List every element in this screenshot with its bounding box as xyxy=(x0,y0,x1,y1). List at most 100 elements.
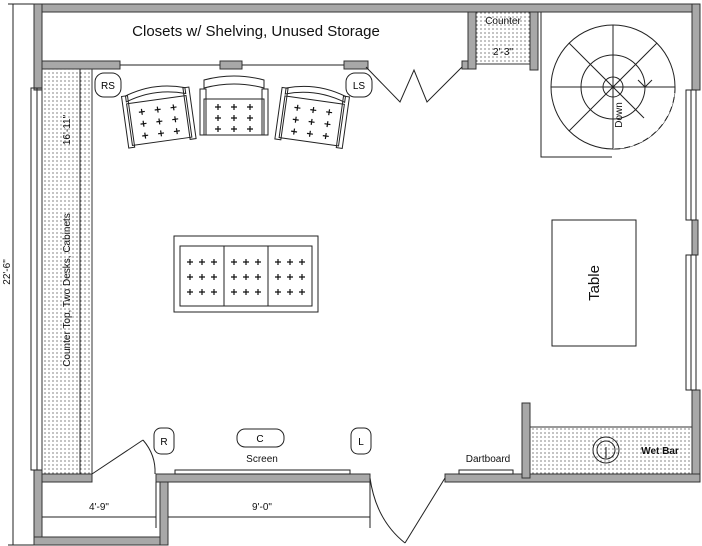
tufting xyxy=(138,104,180,139)
tuft-icon xyxy=(308,118,315,125)
tuft-icon xyxy=(306,130,313,137)
tuft-icon xyxy=(294,104,301,111)
tuft-icon xyxy=(247,104,253,110)
table-label: Table xyxy=(586,265,603,301)
door-right[interactable] xyxy=(369,477,446,544)
tuft-icon xyxy=(170,104,177,111)
tuft-icon xyxy=(187,289,193,295)
tuft-icon xyxy=(154,106,161,113)
counter-top: Counter 2'-3" xyxy=(475,11,531,65)
speaker-ls[interactable]: LS xyxy=(345,72,373,98)
tuft-icon xyxy=(231,126,237,132)
tuft-icon xyxy=(231,289,237,295)
tuft-icon xyxy=(275,274,281,280)
height-dimension: 22'-6" xyxy=(2,3,34,546)
closet-width-label: 4'-9" xyxy=(89,502,109,513)
speaker-c-label: C xyxy=(256,434,263,445)
speaker-r[interactable]: R xyxy=(153,427,175,455)
tufting xyxy=(291,104,333,140)
height-dimension-label: 22'-6" xyxy=(2,259,13,285)
tuft-icon xyxy=(138,108,145,115)
tuft-icon xyxy=(199,289,205,295)
tuft-icon xyxy=(255,289,261,295)
recliner-left[interactable] xyxy=(120,82,197,149)
speaker-l-label: L xyxy=(358,437,364,448)
speaker-r-label: R xyxy=(160,437,167,448)
speaker-ls-label: LS xyxy=(353,81,366,92)
tuft-icon xyxy=(324,121,331,128)
wet-bar: Wet Bar xyxy=(529,426,693,475)
screen-label: Screen xyxy=(246,454,278,465)
tuft-icon xyxy=(231,115,237,121)
dartboard-label: Dartboard xyxy=(466,454,510,465)
tuft-icon xyxy=(231,274,237,280)
left-counter-dim: 16'-11" xyxy=(62,114,73,145)
door-left[interactable] xyxy=(91,439,156,475)
tuft-icon xyxy=(299,289,305,295)
tuft-icon xyxy=(275,289,281,295)
closets-label: Closets w/ Shelving, Unused Storage xyxy=(132,23,380,40)
tuft-icon xyxy=(310,106,317,114)
sofa[interactable] xyxy=(173,235,319,313)
tuft-icon xyxy=(287,259,293,265)
stairs-label: Down xyxy=(614,102,625,128)
tuft-icon xyxy=(215,115,221,121)
counter-label: Counter xyxy=(485,16,521,27)
tuft-icon xyxy=(243,289,249,295)
walls xyxy=(33,3,701,546)
speaker-rs-label: RS xyxy=(101,81,115,92)
tuft-icon xyxy=(243,259,249,265)
tuft-icon xyxy=(275,259,281,265)
wet-bar-label: Wet Bar xyxy=(641,446,679,457)
tuft-icon xyxy=(287,289,293,295)
tuft-icon xyxy=(156,118,163,125)
tuft-icon xyxy=(211,289,217,295)
tuft-icon xyxy=(142,132,149,139)
counter-dim: 2'-3" xyxy=(493,47,513,58)
speaker-l[interactable]: L xyxy=(350,427,372,455)
screen xyxy=(174,469,351,475)
tuft-icon xyxy=(231,259,237,265)
tuft-icon xyxy=(172,116,179,123)
tuft-icon xyxy=(299,259,305,265)
tuft-icon xyxy=(199,274,205,280)
tuft-icon xyxy=(247,115,253,121)
tuft-icon xyxy=(243,274,249,280)
tuft-icon xyxy=(322,132,329,140)
speaker-c[interactable]: C xyxy=(236,428,285,448)
tuft-icon xyxy=(187,274,193,280)
bottom-dimensions: 4'-9" 9'-0" xyxy=(42,482,371,528)
tuft-icon xyxy=(173,128,180,135)
tuft-icon xyxy=(292,116,299,123)
tuft-icon xyxy=(140,120,147,127)
spiral-stairs[interactable]: Down xyxy=(540,12,676,158)
tufting xyxy=(275,259,305,295)
tuft-icon xyxy=(215,126,221,132)
tuft-icon xyxy=(247,126,253,132)
tufting xyxy=(215,104,253,132)
tuft-icon xyxy=(287,274,293,280)
tuft-icon xyxy=(211,274,217,280)
left-counter: Counter Top, Two Desks, Cabinets 16'-11" xyxy=(41,68,93,475)
tuft-icon xyxy=(215,104,221,110)
closet-door[interactable] xyxy=(365,66,463,103)
left-counter-label: Counter Top, Two Desks, Cabinets xyxy=(62,213,73,367)
tuft-icon xyxy=(231,104,237,110)
tuft-icon xyxy=(255,259,261,265)
tuft-icon xyxy=(199,259,205,265)
speaker-rs[interactable]: RS xyxy=(94,72,122,98)
tufting xyxy=(231,259,261,295)
recliner-center[interactable] xyxy=(199,75,269,136)
recliner-right[interactable] xyxy=(274,83,351,149)
dartboard xyxy=(458,469,514,475)
wall-span-label: 9'-0" xyxy=(252,502,272,513)
table[interactable]: Table xyxy=(551,219,637,347)
tuft-icon xyxy=(187,259,193,265)
tuft-icon xyxy=(326,109,333,116)
tuft-icon xyxy=(255,274,261,280)
tuft-icon xyxy=(291,128,298,135)
tuft-icon xyxy=(299,274,305,280)
tufting xyxy=(187,259,217,295)
tuft-icon xyxy=(211,259,217,265)
